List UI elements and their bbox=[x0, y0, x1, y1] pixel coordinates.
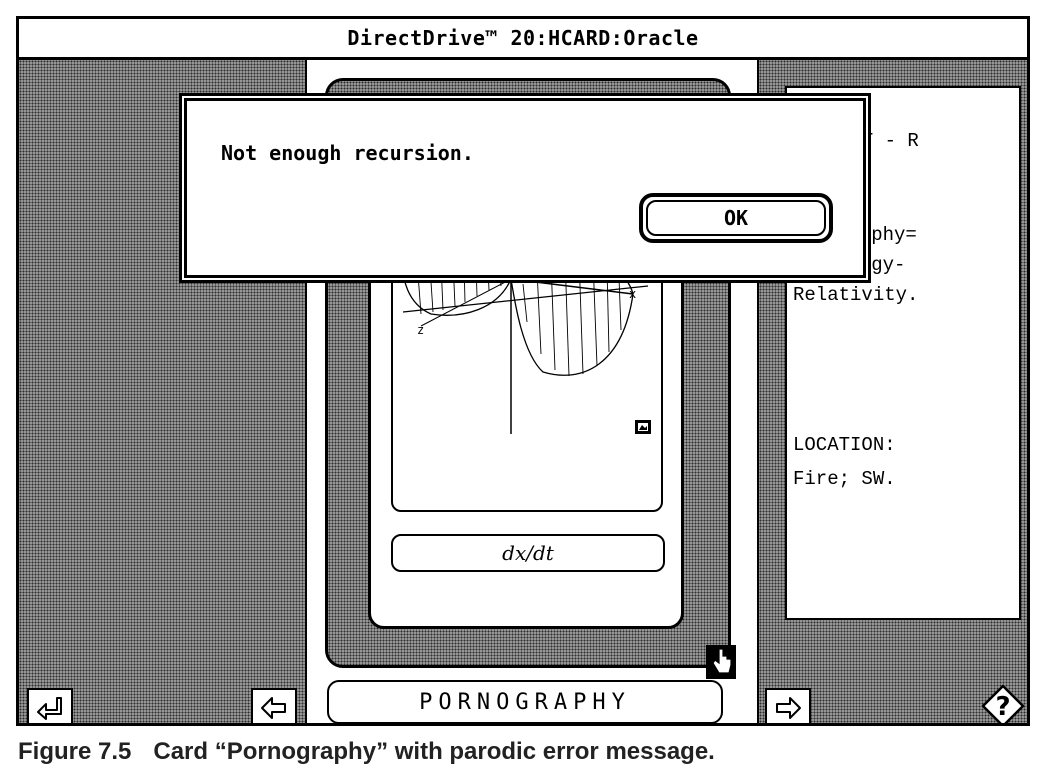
picture-tool-icon[interactable] bbox=[635, 420, 651, 434]
ok-button-inner-ring bbox=[646, 200, 826, 236]
previous-card-button[interactable] bbox=[251, 688, 297, 723]
left-arrow-icon bbox=[261, 697, 286, 719]
figure-x-label: x bbox=[629, 287, 636, 301]
note-line: Fire; SW. bbox=[793, 468, 896, 490]
card-name-field[interactable]: PORNOGRAPHY bbox=[327, 680, 723, 723]
figure-number: Figure 7.5 bbox=[18, 738, 132, 765]
next-card-button[interactable] bbox=[765, 688, 811, 723]
figure-caption-text: Card “Pornography” with parodic error me… bbox=[153, 738, 715, 765]
card-name-text: PORNOGRAPHY bbox=[419, 689, 631, 715]
figure-z-label: z bbox=[417, 323, 424, 337]
error-alert-dialog: Not enough recursion. OK bbox=[182, 96, 868, 280]
formula-text: dx/dt bbox=[502, 541, 554, 565]
return-arrow-icon bbox=[37, 697, 62, 720]
help-glyph: ? bbox=[995, 692, 1010, 722]
title-bar[interactable]: DirectDrive™ 20:HCARD:Oracle bbox=[19, 19, 1027, 60]
right-arrow-icon bbox=[776, 697, 801, 719]
ok-button[interactable]: OK bbox=[639, 193, 833, 243]
note-line: Relativity. bbox=[793, 284, 919, 306]
return-button[interactable] bbox=[27, 688, 73, 723]
hand-cursor-icon bbox=[706, 645, 736, 679]
formula-field[interactable]: dx/dt bbox=[391, 534, 665, 572]
window-title: DirectDrive™ 20:HCARD:Oracle bbox=[347, 26, 699, 50]
note-line: LOCATION: bbox=[793, 434, 896, 456]
help-button[interactable]: ? bbox=[981, 684, 1025, 723]
figure-caption: Figure 7.5 Card “Pornography” with parodi… bbox=[18, 738, 715, 766]
help-question-icon: ? bbox=[981, 684, 1025, 723]
alert-message: Not enough recursion. bbox=[221, 141, 474, 165]
ok-button-label: OK bbox=[723, 206, 749, 230]
